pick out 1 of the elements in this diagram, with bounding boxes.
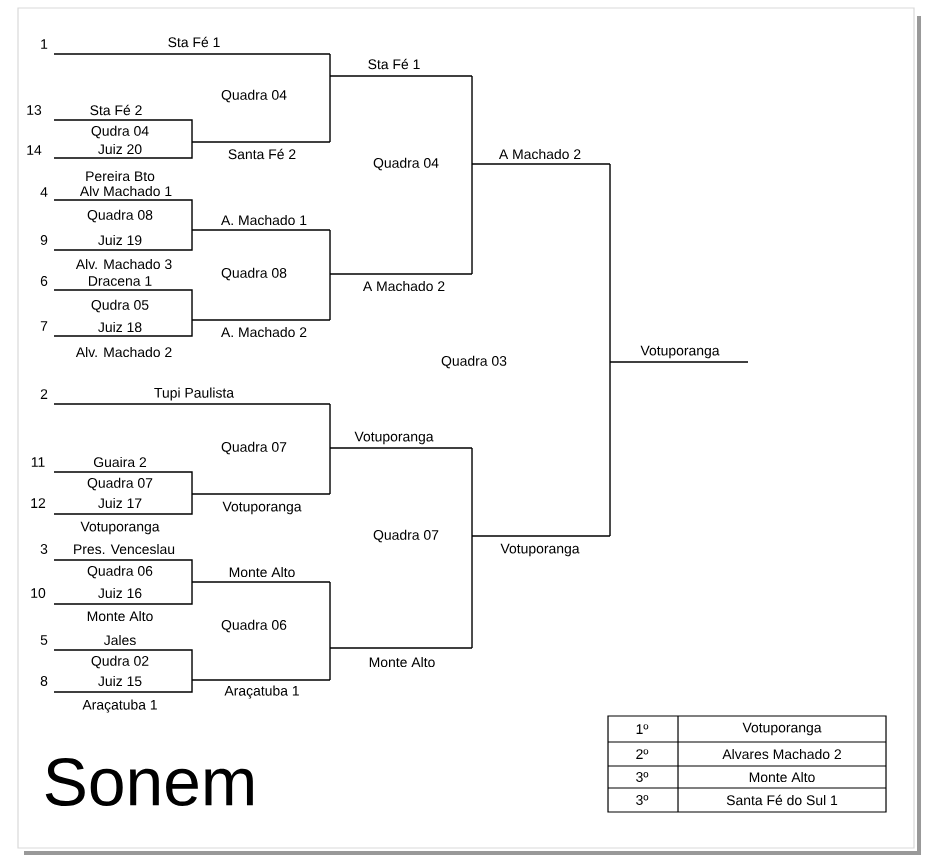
title: Sonem xyxy=(45,758,253,806)
